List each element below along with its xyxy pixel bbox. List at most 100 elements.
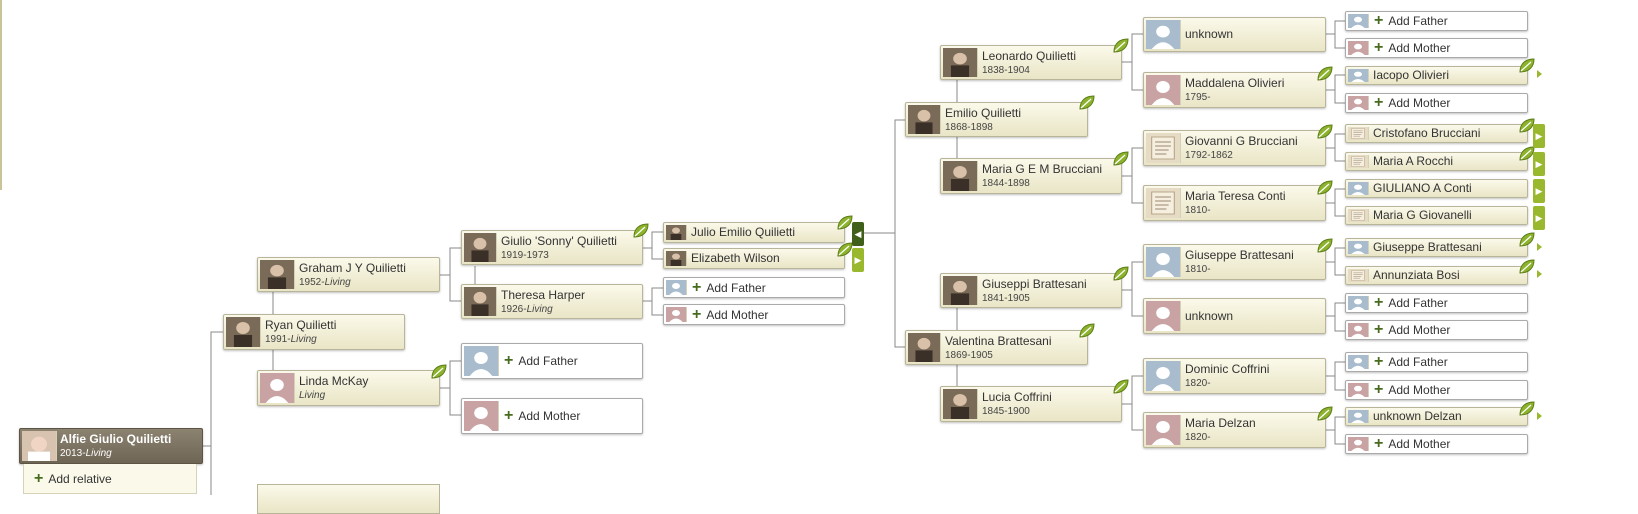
person-card-mariaggiovanelli[interactable]: Maria G Giovanelli [1345, 206, 1528, 225]
person-card-giuseppe2[interactable]: Giuseppe Brattesani [1345, 238, 1528, 257]
add-relative-button[interactable]: + Add relative [23, 464, 197, 494]
person-card-cristofano[interactable]: Cristofano Brucciani [1345, 124, 1528, 143]
person-dates: 2013-Living [60, 448, 112, 459]
leaf-icon[interactable] [1518, 145, 1536, 162]
male-silhouette-icon [1348, 14, 1369, 28]
add-father-button[interactable]: +Add Father [1345, 352, 1528, 372]
leaf-icon[interactable] [836, 214, 854, 231]
leaf-icon[interactable] [1316, 65, 1334, 82]
expand-tree-tab[interactable]: ▶ [1533, 179, 1545, 203]
expand-tree-tab[interactable]: ▶ [852, 248, 864, 272]
leaf-icon[interactable] [1112, 37, 1130, 54]
leaf-icon[interactable] [1316, 237, 1334, 254]
male-silhouette-icon [1348, 296, 1369, 310]
person-name: Valentina Brattesani [945, 334, 1052, 348]
add-father-button[interactable]: +Add Father [663, 277, 845, 298]
chevron-right-icon[interactable] [1537, 70, 1542, 78]
add-mother-button[interactable]: +Add Mother [1345, 380, 1528, 400]
add-mother-button[interactable]: +Add Mother [1345, 434, 1528, 454]
leaf-icon[interactable] [1518, 117, 1536, 134]
add-mother-button[interactable]: +Add Mother [663, 304, 845, 325]
person-photo [943, 389, 978, 419]
male-silhouette-icon [1146, 247, 1181, 277]
partial-person-card[interactable] [257, 484, 440, 514]
expand-tree-tab[interactable]: ▶ [1533, 124, 1545, 148]
female-silhouette-icon [1146, 415, 1181, 445]
leaf-icon[interactable] [1518, 57, 1536, 74]
leaf-icon[interactable] [430, 363, 448, 380]
leaf-icon[interactable] [1112, 378, 1130, 395]
person-card-mariaarocchi[interactable]: Maria A Rocchi [1345, 152, 1528, 171]
add-father-label: Add Father [1388, 14, 1448, 28]
leaf-icon[interactable] [1112, 150, 1130, 167]
chevron-right-icon[interactable] [1537, 270, 1542, 278]
leaf-icon[interactable] [1518, 231, 1536, 248]
leaf-icon[interactable] [1078, 94, 1096, 111]
female-silhouette-icon [464, 401, 499, 431]
add-father-button[interactable]: +Add Father [1345, 293, 1528, 313]
person-card-annunziata[interactable]: Annunziata Bosi [1345, 266, 1528, 285]
leaf-icon[interactable] [1518, 258, 1536, 275]
expand-tree-tab[interactable]: ▶ [1533, 206, 1545, 230]
plus-icon: + [1374, 435, 1384, 452]
person-photo [464, 287, 497, 316]
add-father-button[interactable]: +Add Father [1345, 11, 1528, 31]
add-relative-label: Add relative [48, 471, 112, 486]
add-mother-label: Add Mother [1388, 323, 1451, 337]
chevron-right-icon[interactable] [1537, 412, 1542, 420]
person-card-iacopo[interactable]: Iacopo Olivieri [1345, 66, 1528, 85]
root-person-card[interactable]: Alfie Giulio Quilietti 2013-Living [19, 428, 203, 464]
leaf-icon[interactable] [1112, 265, 1130, 282]
chevron-right-icon[interactable] [1537, 243, 1542, 251]
add-father-button[interactable]: +Add Father [461, 343, 643, 379]
leaf-icon[interactable] [836, 241, 854, 258]
person-dates: 1952-Living [299, 277, 351, 288]
add-mother-button[interactable]: +Add Mother [1345, 93, 1528, 113]
add-father-label: Add Father [1388, 355, 1448, 369]
person-photo [1146, 188, 1181, 218]
person-card-julio[interactable]: Julio Emilio Quilietti [663, 222, 845, 243]
person-card-unknowndelzan[interactable]: unknown Delzan [1345, 407, 1528, 426]
person-dates: 1820- [1185, 378, 1211, 389]
person-card-unknown1[interactable]: unknown [1143, 17, 1326, 52]
add-mother-button[interactable]: +Add Mother [1345, 320, 1528, 340]
add-mother-button[interactable]: +Add Mother [1345, 38, 1528, 58]
person-name: Giulio 'Sonny' Quilietti [501, 234, 617, 248]
person-card-elizabeth[interactable]: Elizabeth Wilson [663, 248, 845, 269]
expand-tree-tab[interactable]: ▶ [1533, 152, 1545, 176]
plus-icon: + [504, 352, 514, 369]
add-mother-label: Add Mother [706, 307, 769, 322]
person-dates: 1868-1898 [945, 122, 993, 133]
leaf-icon[interactable] [632, 222, 650, 239]
collapse-tree-tab[interactable]: ◀ [852, 222, 864, 246]
person-dates: 1991-Living [265, 334, 317, 345]
person-name: Elizabeth Wilson [691, 251, 780, 265]
person-name: Maria Delzan [1185, 416, 1256, 430]
leaf-icon[interactable] [1518, 400, 1536, 417]
female-silhouette-icon [666, 307, 687, 322]
person-card-giulianoconti[interactable]: GIULIANO A Conti [1345, 179, 1528, 198]
person-card-unknown2[interactable]: unknown [1143, 298, 1326, 334]
add-mother-button[interactable]: +Add Mother [461, 398, 643, 434]
leaf-icon[interactable] [1316, 123, 1334, 140]
leaf-icon[interactable] [1316, 179, 1334, 196]
leaf-icon[interactable] [1316, 405, 1334, 422]
leaf-icon[interactable] [1078, 322, 1096, 339]
